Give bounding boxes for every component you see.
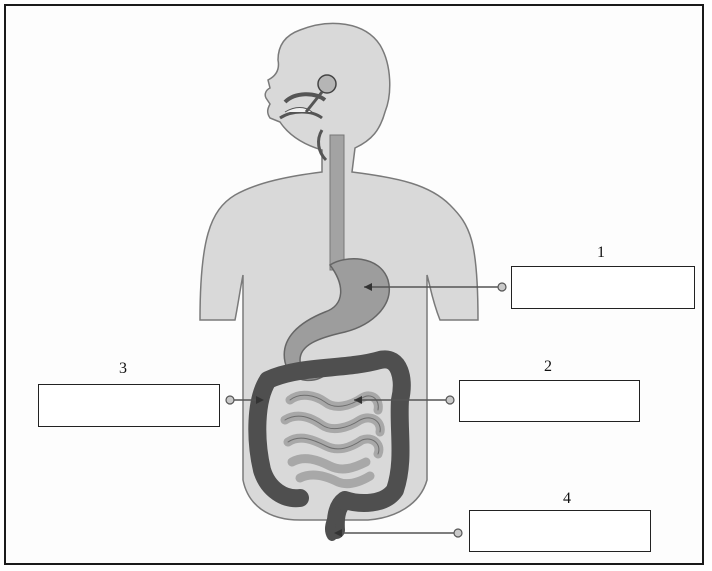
label-number-1: 1 [591,244,611,262]
label-number-3: 3 [113,360,133,378]
answer-box-1[interactable] [511,266,695,309]
answer-box-4[interactable] [469,510,651,552]
label-number-4: 4 [557,490,577,508]
esophagus [330,135,344,270]
rectum [330,512,336,536]
label-number-2: 2 [538,358,558,376]
answer-box-3[interactable] [38,384,220,427]
salivary-gland [318,75,336,93]
leader-line-4 [334,529,462,537]
answer-box-2[interactable] [459,380,640,422]
